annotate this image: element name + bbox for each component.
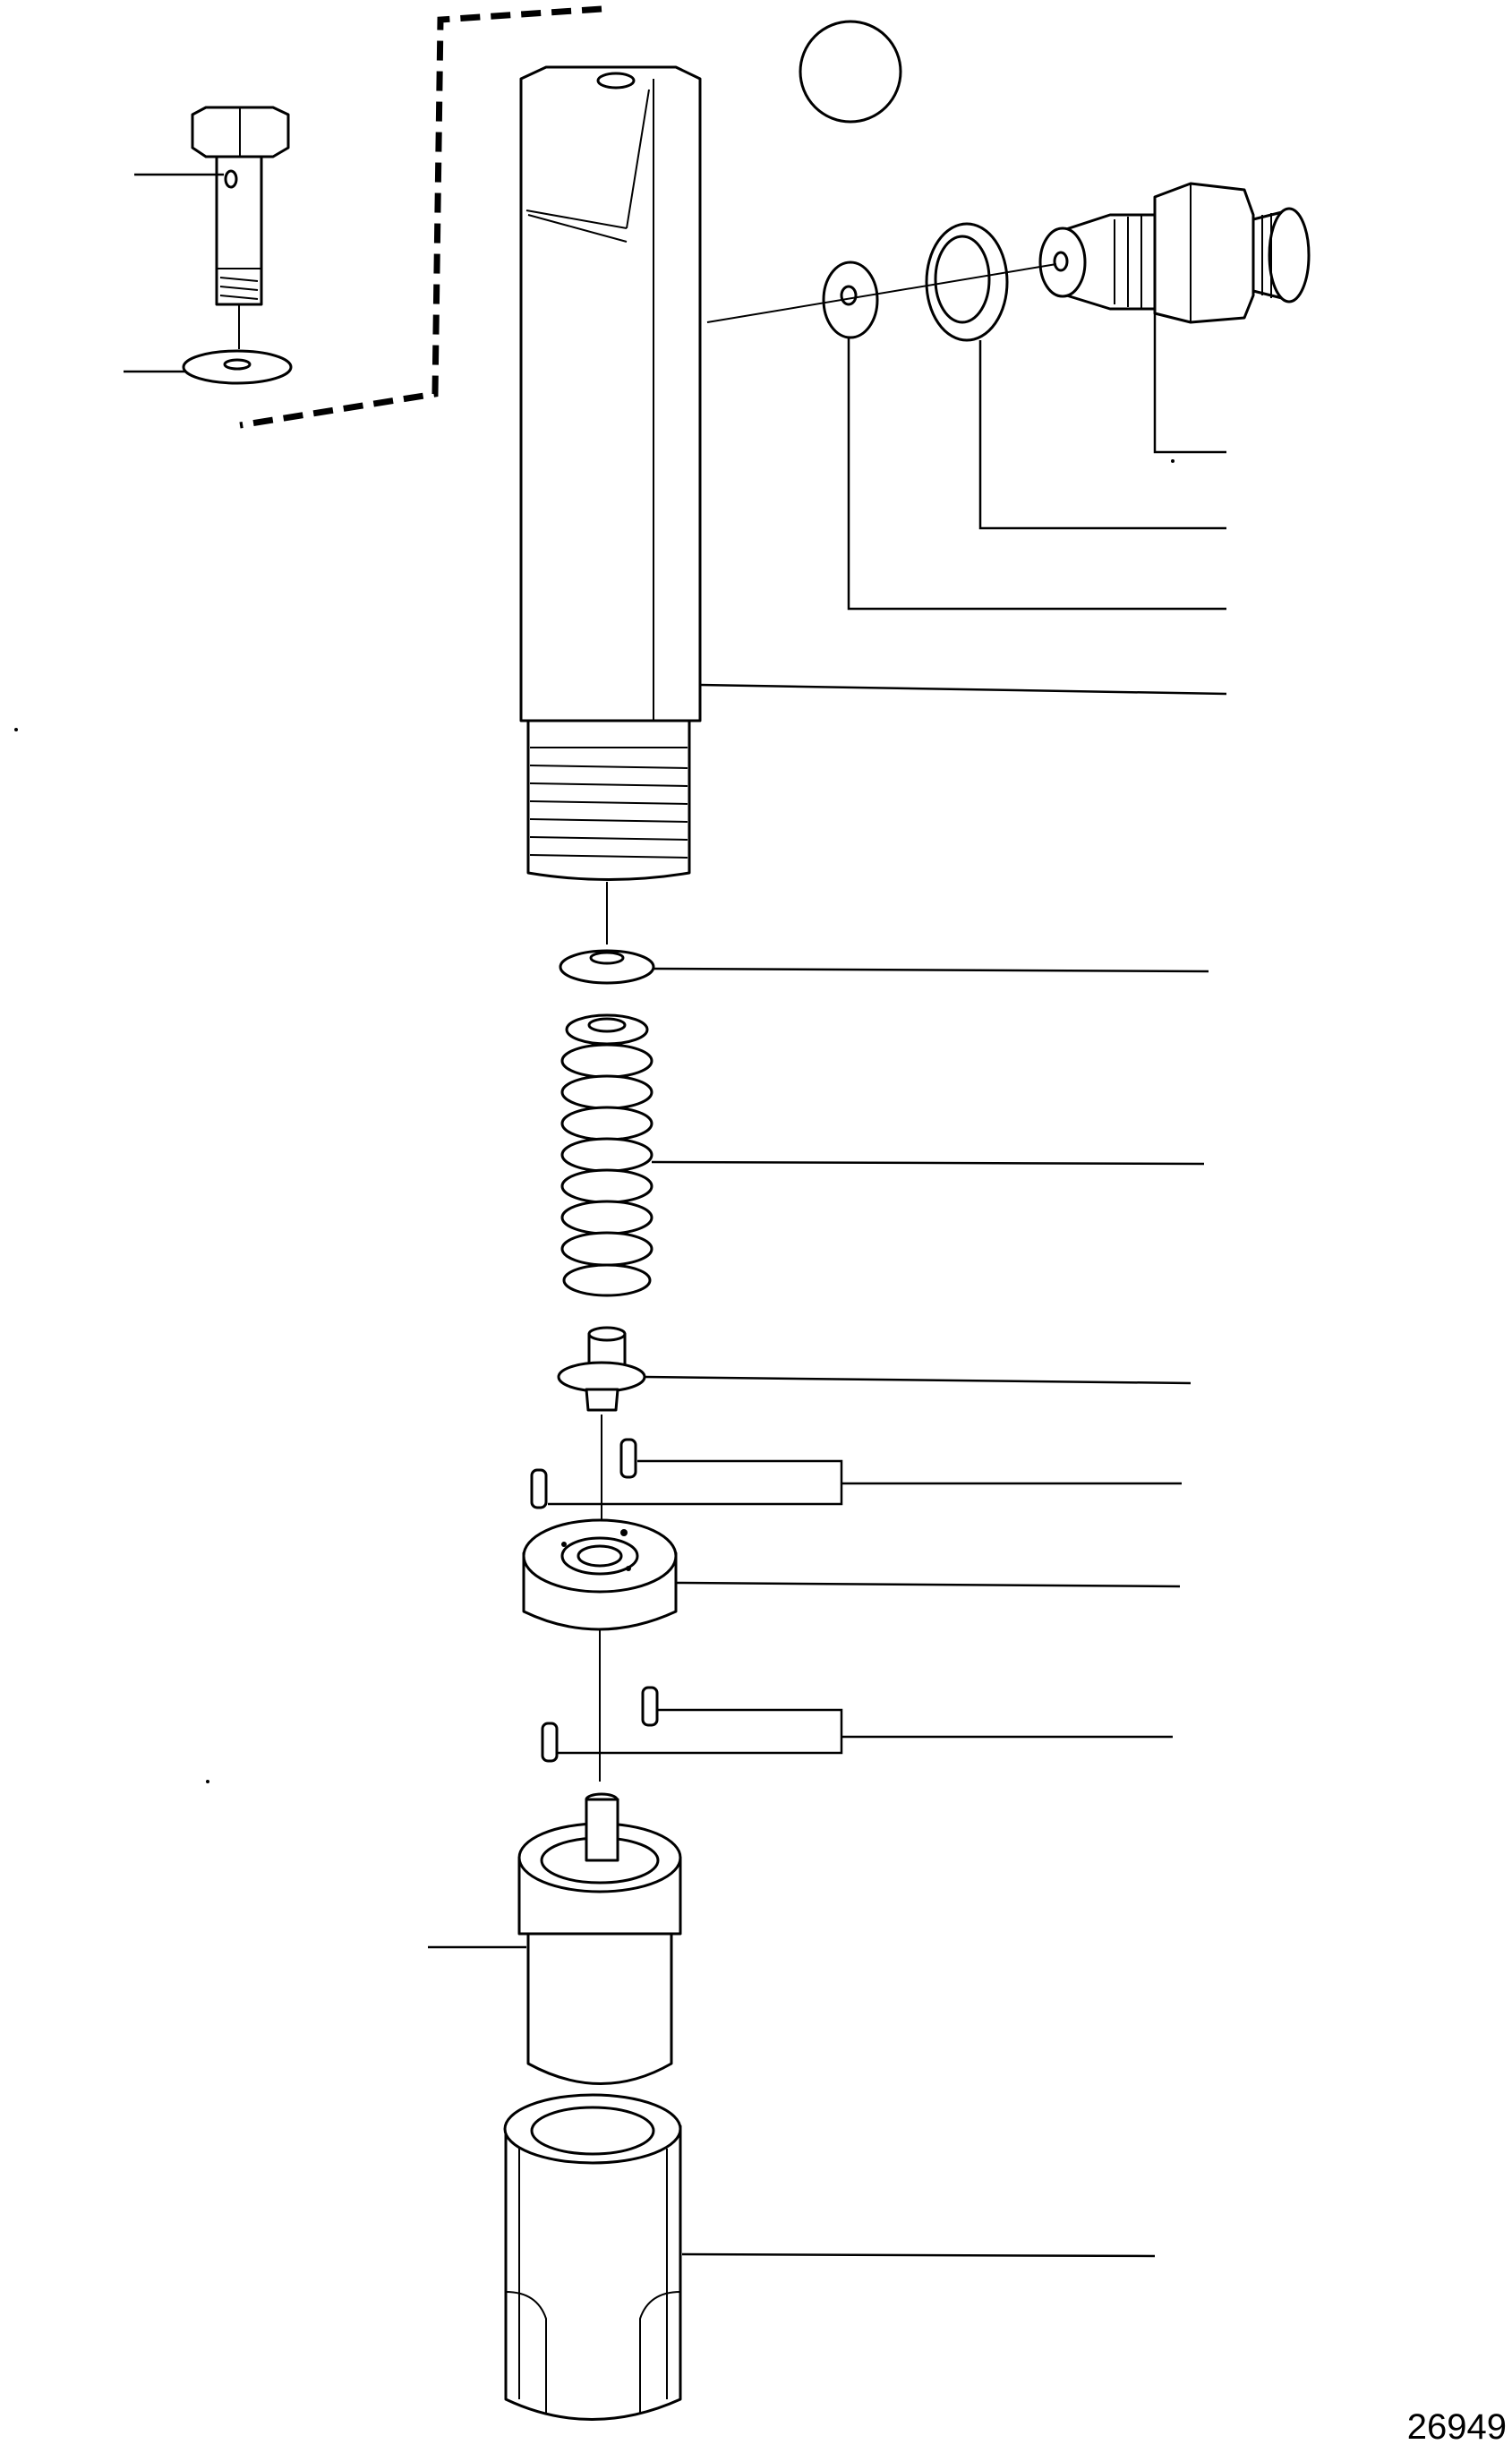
intermediate-disc <box>522 1518 678 1631</box>
injector-nozzle <box>517 1792 682 2085</box>
dashed-assembly-bracket <box>239 5 602 429</box>
seal-ring <box>925 222 1009 342</box>
locating-pins-upper <box>530 1438 637 1509</box>
reference-circle <box>799 20 902 124</box>
sealing-washer-small <box>822 261 879 339</box>
pressure-spring <box>560 1013 653 1297</box>
inlet-connector <box>1038 182 1311 324</box>
shim <box>559 949 655 985</box>
locating-pins-lower <box>541 1686 659 1763</box>
banjo-bolt <box>191 106 290 306</box>
pressure-pin <box>557 1326 646 1412</box>
nozzle-retaining-nut <box>503 2093 682 2421</box>
figure-reference-number: 26949 <box>1406 2407 1507 2447</box>
nozzle-holder-body <box>519 65 702 881</box>
sealing-washer <box>182 349 293 385</box>
